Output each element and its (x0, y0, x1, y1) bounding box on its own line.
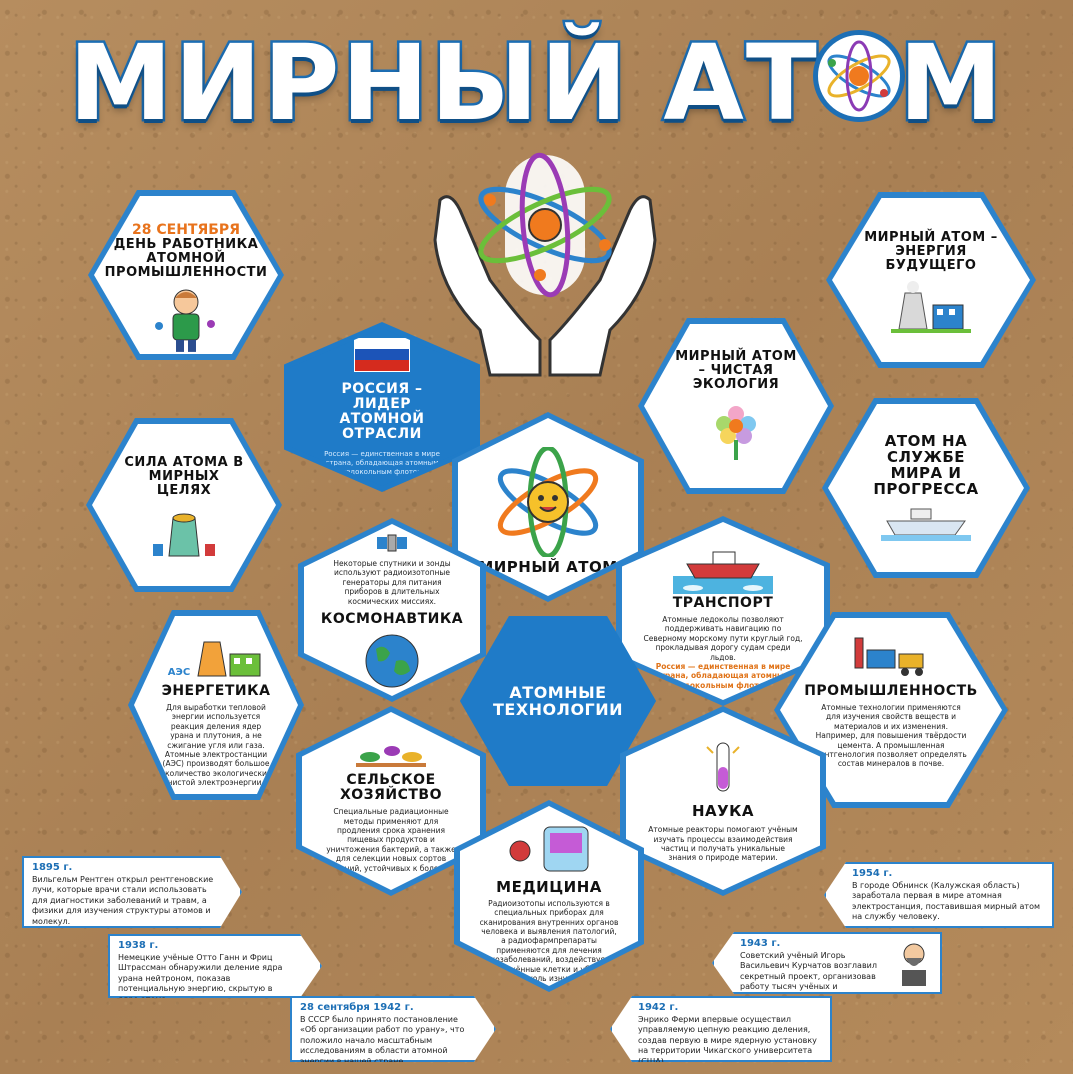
worker-day-title: ДЕНЬ РАБОТНИКА АТОМНОЙ ПРОМЫШЛЕННОСТИ (104, 237, 268, 281)
kurchatov-portrait-icon (902, 943, 926, 986)
medicine-text: Радиоизотопы используются в специальных … (479, 898, 619, 983)
peaceful-title: МИРНЫЙ АТОМ (478, 557, 618, 576)
factory-icon (854, 637, 924, 676)
industry-title: ПРОМЫШЛЕННОСТЬ (804, 683, 978, 699)
energy-title: ЭНЕРГЕТИКА (161, 683, 271, 699)
medical-scanner-icon (509, 826, 589, 872)
title-word-1: МИРНЫЙ (66, 22, 630, 144)
energy-text: Для выработки тепловой энергии используе… (162, 703, 270, 788)
hex-worker-day: 28 СЕНТЯБРЯ ДЕНЬ РАБОТНИКА АТОМНОЙ ПРОМЫ… (88, 190, 284, 360)
smiling-atom-icon (497, 446, 599, 557)
timeline-text: В городе Обнинск (Калужская область) зар… (852, 881, 1041, 922)
timeline-year: 1954 г. (852, 868, 893, 879)
timeline-year: 1938 г. (118, 940, 159, 951)
nuclear-plant-icon (197, 641, 261, 677)
tech-title: АТОМНЫЕ ТЕХНОЛОГИИ (492, 682, 624, 719)
service-title: АТОМ НА СЛУЖБЕ МИРА И ПРОГРЕССА (873, 431, 979, 499)
timeline-text: Энрико Ферми впервые осуществил управляе… (638, 1015, 817, 1066)
hex-atom-service: АТОМ НА СЛУЖБЕ МИРА И ПРОГРЕССА (822, 398, 1030, 578)
ecology-title: МИРНЫЙ АТОМ – ЧИСТАЯ ЭКОЛОГИЯ (675, 348, 797, 393)
timeline-year: 28 сентября 1942 г. (300, 1002, 414, 1013)
hex-russia-leader: РОССИЯ – ЛИДЕР АТОМНОЙ ОТРАСЛИ Россия — … (284, 322, 480, 492)
science-title: НАУКА (691, 802, 755, 821)
timeline-text: Вильгельм Рентген открыл рентгеновские л… (32, 875, 214, 926)
hands-atom-illustration (420, 150, 670, 380)
timeline-1895: 1895 г. Вильгельм Рентген открыл рентген… (22, 856, 242, 928)
atom-icon (812, 30, 905, 122)
timeline-text: Немецкие учёные Отто Ганн и Фриц Штрассм… (118, 953, 283, 1004)
timeline-year: 1895 г. (32, 862, 73, 873)
reactor-icon (153, 513, 215, 557)
transport-text: Атомные ледоколы позволяют поддерживать … (643, 615, 803, 662)
cosmos-title: КОСМОНАВТИКА (320, 610, 464, 627)
medicine-title: МЕДИЦИНА (496, 877, 602, 896)
worker-icon (155, 289, 215, 353)
bacteria-icon (356, 746, 426, 768)
hex-science: НАУКА Атомные реакторы помогают учёным и… (620, 706, 826, 896)
power-plant-icon (891, 281, 971, 334)
hex-atom-power: СИЛА АТОМА В МИРНЫХ ЦЕЛЯХ (86, 418, 282, 592)
satellite-icon (377, 534, 407, 552)
hex-energy: АЭС ЭНЕРГЕТИКА Для выработки тепловой эн… (128, 610, 304, 800)
earth-icon (365, 634, 419, 688)
russia-text: Россия — единственная в мире страна, обл… (324, 450, 440, 476)
russia-title: РОССИЯ – ЛИДЕР АТОМНОЙ ОТРАСЛИ (339, 380, 425, 442)
timeline-text: Советский учёный Игорь Васильевич Курчат… (740, 951, 877, 994)
transport-title: ТРАНСПОРТ (672, 594, 774, 611)
ship-icon (881, 508, 971, 542)
hex-cosmonautics: Некоторые спутники и зонды используют ра… (298, 518, 486, 702)
timeline-1942: 1942 г. Энрико Ферми впервые осуществил … (610, 996, 832, 1062)
timeline-year: 1943 г. (740, 938, 781, 949)
page-title: МИРНЫЙ АТ М (0, 18, 1073, 148)
test-tube-icon (706, 742, 740, 792)
nps-label: АЭС (167, 667, 191, 678)
title-word-2a: АТ (661, 22, 819, 144)
timeline-1942-sept: 28 сентября 1942 г. В СССР было принято … (290, 996, 496, 1062)
flower-icon (716, 406, 756, 461)
russia-flag-icon (354, 337, 410, 372)
power-title: СИЛА АТОМА В МИРНЫХ ЦЕЛЯХ (124, 454, 244, 499)
icebreaker-icon (673, 551, 773, 594)
timeline-1943: 1943 г. Советский учёный Игорь Васильеви… (712, 932, 942, 994)
timeline-1954: 1954 г. В городе Обнинск (Калужская обла… (824, 862, 1054, 928)
transport-highlight: Россия — единственная в мире страна, обл… (655, 661, 791, 690)
hex-agriculture: СЕЛЬСКОЕ ХОЗЯЙСТВО Специальные радиацион… (296, 706, 486, 896)
hex-clean-ecology: МИРНЫЙ АТОМ – ЧИСТАЯ ЭКОЛОГИЯ (638, 318, 834, 494)
agri-title: СЕЛЬСКОЕ ХОЗЯЙСТВО (339, 772, 443, 804)
agri-text: Специальные радиационные методы применяю… (322, 807, 460, 873)
cosmos-text: Некоторые спутники и зонды используют ра… (333, 559, 451, 606)
hex-transport: ТРАНСПОРТ Атомные ледоколы позволяют под… (616, 516, 830, 706)
timeline-text: В СССР было принято постановление «Об ор… (300, 1015, 465, 1066)
industry-text: Атомные технологии применяются для изуче… (815, 703, 967, 769)
future-title: МИРНЫЙ АТОМ – ЭНЕРГИЯ БУДУЩЕГО (864, 229, 998, 274)
worker-day-date: 28 СЕНТЯБРЯ (132, 222, 240, 238)
title-word-2b: М (896, 22, 1005, 144)
science-text: Атомные реакторы помогают учёным изучать… (648, 825, 798, 863)
hex-future-energy: МИРНЫЙ АТОМ – ЭНЕРГИЯ БУДУЩЕГО (826, 192, 1036, 368)
timeline-year: 1942 г. (638, 1002, 679, 1013)
timeline-1938: 1938 г. Немецкие учёные Отто Ганн и Фриц… (108, 934, 322, 998)
